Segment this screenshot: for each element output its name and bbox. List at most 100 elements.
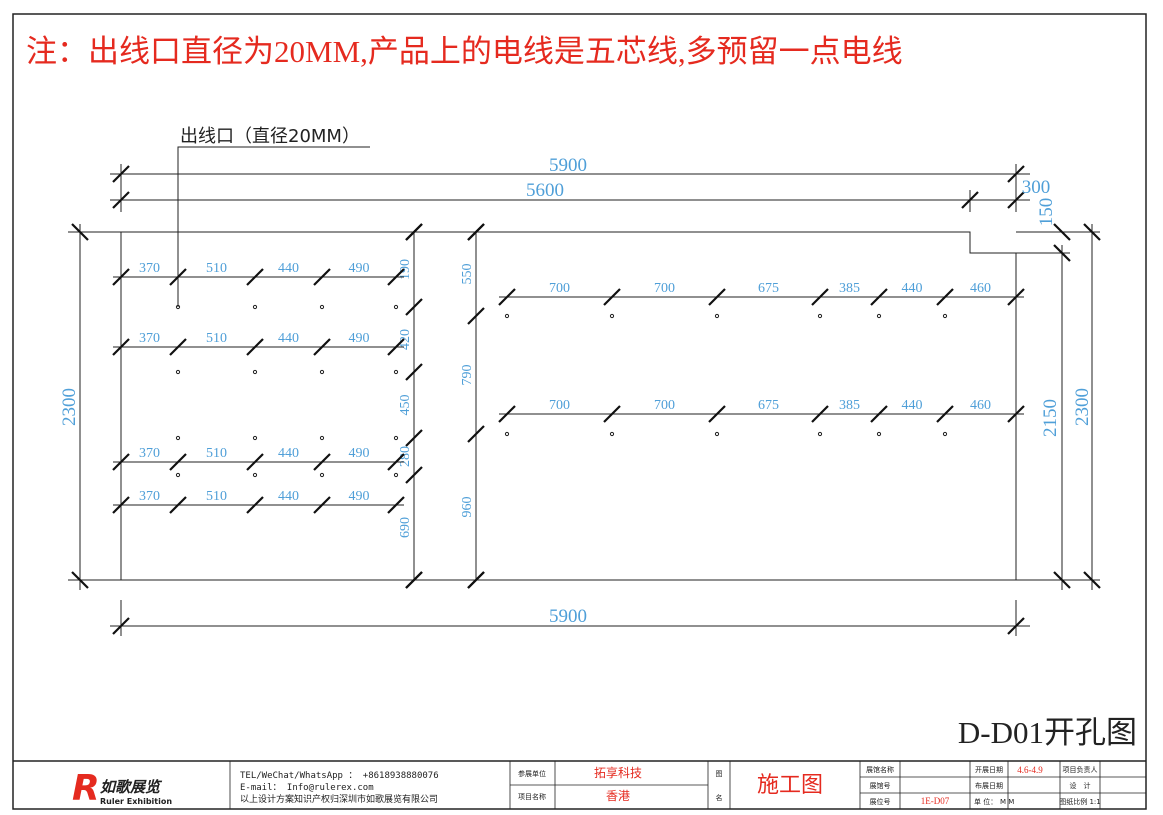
right-row-1-tick-3 (708, 288, 726, 306)
left-row-2-tick-2 (169, 338, 187, 356)
left-row-2-tick-5 (387, 338, 405, 356)
right-vdim-1: 550 (460, 264, 475, 285)
drawing-name: 施工图 (757, 772, 823, 797)
outlet-leader-line (177, 146, 370, 307)
left-row-4-dim-2: 510 (206, 489, 227, 504)
right-row-1-tick-6 (936, 288, 954, 306)
left-row-4-dim-1: 370 (139, 489, 160, 504)
title-block: R 如歌展览 Ruler Exhibition TEL/WeChat/Whats… (72, 761, 1146, 809)
left-panel-vertical-dims: 190 420 450 280 690 (398, 232, 415, 580)
left-row-1-tick-3 (246, 268, 264, 286)
right-row-1-tick-5 (870, 288, 888, 306)
right-row-2-dim-1: 700 (549, 398, 570, 413)
right-vdim-3: 960 (460, 497, 475, 518)
left-vtick-5 (405, 466, 423, 484)
left-row-3-dim-2: 510 (206, 446, 227, 461)
right-row-2-hole-2 (609, 431, 615, 437)
right-row-2-tick-2 (603, 405, 621, 423)
left-height-dimension: 2300 (59, 223, 121, 590)
company-logo: R 如歌展览 Ruler Exhibition (72, 768, 172, 809)
right-row-1-dim-5: 440 (902, 281, 923, 296)
right-row-1-dim-3: 675 (758, 281, 779, 296)
left-row-4-tick-3 (246, 496, 264, 514)
left-row-4-tick-1 (112, 496, 130, 514)
divider-bottom-tick-left (405, 571, 423, 589)
left-row-1-dim-1: 370 (139, 261, 160, 276)
right-row-2-dim-5: 440 (902, 398, 923, 413)
left-row-1-hole-3 (319, 304, 325, 310)
left-row-2-tick-1 (112, 338, 130, 356)
right-row-2-hole-1 (504, 431, 510, 437)
right-row-2-tick-7 (1007, 405, 1025, 423)
top-dimensions: 5900 5600 300 150 (110, 155, 1057, 226)
right-row-1-dim-2: 700 (654, 281, 675, 296)
left-row-3-tick-1 (112, 453, 130, 471)
right-panel-vertical-dims: 550 790 960 (460, 264, 475, 518)
layout-date-label: 布展日期 (975, 781, 1003, 790)
left-vtick-4 (405, 429, 423, 447)
right-row-1-hole-5 (876, 313, 882, 319)
left-row-3-hole-1 (175, 472, 181, 478)
right-row-2-tick-3 (708, 405, 726, 423)
bottom-dimension: 5900 (110, 600, 1030, 636)
left-vtick-2 (405, 298, 423, 316)
unit-value: M M (1000, 798, 1014, 806)
copyright-text: 以上设计方案知识产权归深圳市如歌展览有限公司 (240, 793, 438, 805)
right-row-2-tick-4 (811, 405, 829, 423)
right-row-2-tick-1 (498, 405, 516, 423)
project-value: 香港 (606, 789, 630, 803)
right-row-2-dim-3: 675 (758, 398, 779, 413)
right-row-1-dim-6: 460 (970, 281, 991, 296)
right-row-1-hole-4 (817, 313, 823, 319)
left-vdim-1: 190 (398, 259, 413, 280)
left-row-3-tick-5 (387, 453, 405, 471)
booth-no-value: 1E-D07 (921, 796, 950, 806)
left-row-2-dim-3: 440 (278, 331, 299, 346)
dim-right-outer-height: 2300 (1072, 388, 1093, 426)
left-row-3-hole-4 (393, 435, 399, 441)
right-row-1-tick-7 (1007, 288, 1025, 306)
left-row-1-hole-2 (252, 304, 258, 310)
design-label: 设 计 (1070, 781, 1091, 790)
left-row-1-tick-1 (112, 268, 130, 286)
right-vdim-2: 790 (460, 365, 475, 386)
left-row-1-dim-3: 440 (278, 261, 299, 276)
right-row-2-dim-6: 460 (970, 398, 991, 413)
right-row-2-dim-4: 385 (839, 398, 860, 413)
right-row-2-hole-3 (714, 431, 720, 437)
left-row-4-dim-3: 440 (278, 489, 299, 504)
logo-cn: 如歌展览 (100, 778, 163, 796)
left-row-2-tick-3 (246, 338, 264, 356)
left-row-3-hole-2 (252, 472, 258, 478)
left-row-1-dim-4: 490 (349, 261, 370, 276)
logo-en: Ruler Exhibition (100, 797, 172, 806)
left-row-4-dim-4: 490 (349, 489, 370, 504)
left-row-2-hole-2 (252, 369, 258, 375)
left-row-3-dim-4: 490 (349, 446, 370, 461)
dim-inner-width: 5600 (526, 180, 564, 201)
outlet-callout-label: 出线口（直径20MM） (180, 126, 360, 147)
left-row-3-hole-3 (319, 435, 325, 441)
left-row-3-hole-3 (319, 472, 325, 478)
left-row-2-dim-1: 370 (139, 331, 160, 346)
left-row-2-hole-4 (393, 369, 399, 375)
pm-label: 项目负责人 (1063, 765, 1098, 774)
left-row-1-tick-4 (313, 268, 331, 286)
open-date-value: 4.6-4.9 (1017, 765, 1043, 775)
dim-left-height: 2300 (59, 388, 80, 426)
left-panel-hole-rows: 370 510 440 490 370 510 440 490 370 510 … (139, 261, 370, 504)
left-vdim-2: 420 (398, 329, 413, 350)
left-row-3-tick-4 (313, 453, 331, 471)
dim-overall-width: 5900 (549, 155, 587, 176)
right-panel-hole-rows: 700 700 675 385 440 460 700 700 675 385 … (549, 281, 991, 413)
right-row-1-hole-2 (609, 313, 615, 319)
left-row-2-dim-2: 510 (206, 331, 227, 346)
dim-notch-width: 300 (1022, 177, 1051, 198)
left-row-1-hole-4 (393, 304, 399, 310)
left-row-3-hole-4 (393, 472, 399, 478)
left-row-3-dim-1: 370 (139, 446, 160, 461)
participant-label: 参展单位 (518, 769, 546, 778)
drawing-title: D-D01开孔图 (958, 715, 1137, 750)
right-row-2-hole-5 (876, 431, 882, 437)
